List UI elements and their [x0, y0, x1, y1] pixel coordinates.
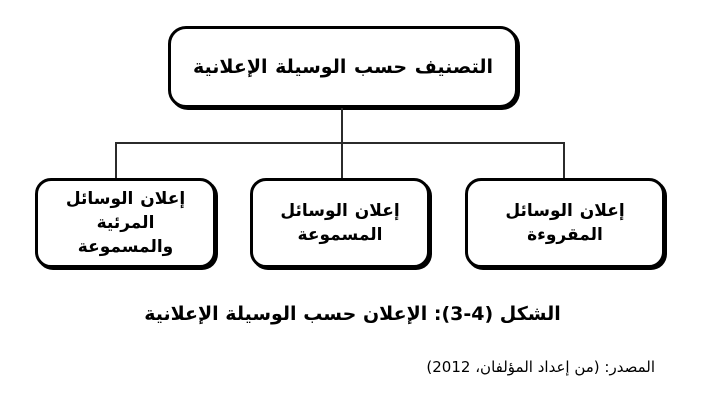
connector-drop-child-1 [341, 142, 343, 179]
node-root-label: التصنيف حسب الوسيلة الإعلانية [193, 55, 494, 78]
node-child-audiovisual-media-label: إعلان الوسائل المرئية والمسموعة [65, 188, 186, 258]
node-child-audio-media-label: إعلان الوسائل المسموعة [280, 200, 400, 245]
connector-drop-child-2 [115, 142, 117, 179]
connector-horizontal-bus [115, 142, 564, 144]
node-child-audio-media: إعلان الوسائل المسموعة [250, 178, 430, 268]
figure-source: المصدر: (من إعداد المؤلفان، 2012) [426, 358, 655, 376]
node-root-classification: التصنيف حسب الوسيلة الإعلانية [168, 26, 518, 108]
connector-root-stem [341, 108, 343, 144]
node-child-print-media: إعلان الوسائل المقروءة [465, 178, 665, 268]
connector-drop-child-0 [563, 142, 565, 179]
node-child-print-media-label: إعلان الوسائل المقروءة [505, 200, 625, 245]
figure-caption: الشكل (4-3): الإعلان حسب الوسيلة الإعلان… [144, 303, 561, 325]
node-child-audiovisual-media: إعلان الوسائل المرئية والمسموعة [35, 178, 216, 268]
